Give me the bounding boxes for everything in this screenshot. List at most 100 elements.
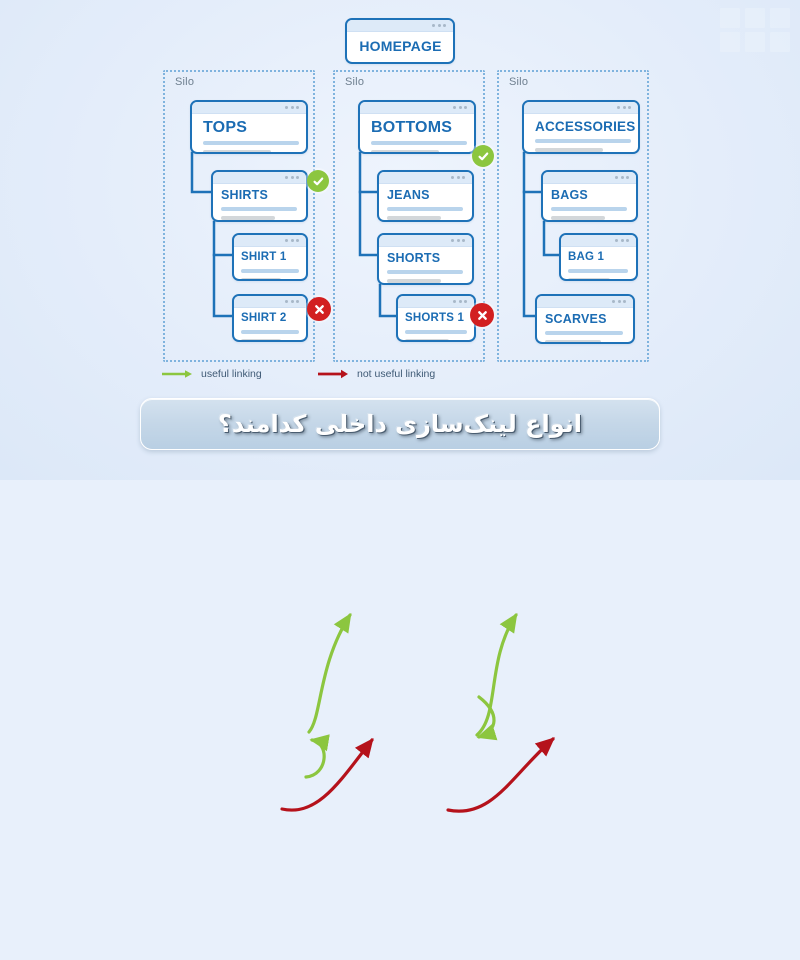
node-card-jeans[interactable]: JEANS xyxy=(377,170,474,222)
silo-label: Silo xyxy=(345,76,365,88)
card-line-secondary xyxy=(405,338,449,340)
close-icon xyxy=(314,304,324,314)
card-titlebar xyxy=(379,235,472,247)
node-card-shorts-1[interactable]: SHORTS 1 xyxy=(396,294,476,342)
window-dots-icon xyxy=(453,106,467,109)
node-card-shorts[interactable]: SHORTS xyxy=(377,233,474,285)
check-icon xyxy=(478,152,488,160)
card-line-secondary xyxy=(551,215,605,220)
silo-container-2: Silo xyxy=(333,70,485,362)
caption-banner: انواع لینک‌سازی داخلی کدامند؟ xyxy=(140,398,660,450)
card-body: BAG 1 xyxy=(561,247,636,279)
card-line-primary xyxy=(371,141,467,145)
card-line-secondary xyxy=(221,215,275,220)
card-line-secondary xyxy=(535,147,603,152)
card-line-primary xyxy=(241,268,299,273)
node-card-bottoms[interactable]: BOTTOMS xyxy=(358,100,476,154)
arrow-right-green-icon xyxy=(162,370,192,378)
card-line-primary xyxy=(221,206,297,211)
node-card-scarves[interactable]: SCARVES xyxy=(535,294,635,344)
card-titlebar xyxy=(543,172,636,184)
card-titlebar xyxy=(234,235,306,247)
card-line-secondary xyxy=(387,278,441,283)
window-dots-icon xyxy=(451,239,465,242)
window-dots-icon xyxy=(451,176,465,179)
card-line-secondary xyxy=(241,338,281,340)
card-line-primary xyxy=(551,206,627,211)
card-titlebar xyxy=(524,102,638,114)
node-card-tops[interactable]: TOPS xyxy=(190,100,308,154)
node-card-shirts[interactable]: SHIRTS xyxy=(211,170,308,222)
card-line-primary xyxy=(387,269,463,274)
window-dots-icon xyxy=(615,239,629,242)
node-card-homepage[interactable]: HOMEPAGE xyxy=(345,18,455,64)
node-title-shirt-2: SHIRT 2 xyxy=(241,312,287,324)
card-line-primary xyxy=(387,206,463,211)
window-dots-icon xyxy=(432,24,446,27)
node-title-bag-1: BAG 1 xyxy=(568,251,605,263)
card-line-secondary xyxy=(203,150,271,152)
card-titlebar xyxy=(360,102,474,114)
card-titlebar xyxy=(213,172,306,184)
tree-connectors xyxy=(190,151,562,318)
node-card-bags[interactable]: BAGS xyxy=(541,170,638,222)
card-line-secondary xyxy=(241,277,281,279)
badge-not-useful-link-1 xyxy=(307,297,331,321)
card-line-primary xyxy=(203,141,299,145)
card-body: BOTTOMS xyxy=(360,114,474,152)
infographic-canvas: Silo Silo Silo HOMEPAGE xyxy=(0,0,800,813)
badge-useful-link-2 xyxy=(472,145,494,167)
node-title-scarves: SCARVES xyxy=(545,312,607,326)
card-titlebar xyxy=(537,296,633,308)
node-title-jeans: JEANS xyxy=(387,188,430,202)
arrow-right-red-icon xyxy=(318,369,348,379)
check-icon xyxy=(313,177,323,185)
card-titlebar xyxy=(192,102,306,114)
node-title-shirt-1: SHIRT 1 xyxy=(241,251,287,263)
window-dots-icon xyxy=(285,106,299,109)
card-body: SHIRTS xyxy=(213,184,306,220)
node-title-shorts-1: SHORTS 1 xyxy=(405,312,465,324)
card-titlebar xyxy=(347,20,453,32)
silo-label: Silo xyxy=(175,76,195,88)
node-title-homepage: HOMEPAGE xyxy=(359,38,442,54)
card-line-primary xyxy=(568,268,628,273)
node-card-accessories[interactable]: ACCESSORIES xyxy=(522,100,640,154)
card-body: SHORTS 1 xyxy=(398,308,474,340)
window-dots-icon xyxy=(453,300,467,303)
node-card-shirt-2[interactable]: SHIRT 2 xyxy=(232,294,308,342)
silo-label: Silo xyxy=(509,76,529,88)
legend-label-not-useful: not useful linking xyxy=(357,368,436,380)
node-title-bags: BAGS xyxy=(551,188,588,202)
card-titlebar xyxy=(234,296,306,308)
card-line-primary xyxy=(241,329,299,334)
silo-container-3: Silo xyxy=(497,70,649,362)
node-title-shorts: SHORTS xyxy=(387,251,441,265)
window-dots-icon xyxy=(617,106,631,109)
card-line-secondary xyxy=(371,150,439,152)
card-body: JEANS xyxy=(379,184,472,220)
card-line-secondary xyxy=(387,215,441,220)
card-titlebar xyxy=(561,235,636,247)
close-icon xyxy=(477,310,487,320)
card-line-primary xyxy=(535,138,631,143)
node-title-bottoms: BOTTOMS xyxy=(371,119,453,136)
card-body: SHORTS xyxy=(379,247,472,283)
card-titlebar xyxy=(379,172,472,184)
node-card-shirt-1[interactable]: SHIRT 1 xyxy=(232,233,308,281)
card-line-primary xyxy=(545,330,623,335)
card-body: SCARVES xyxy=(537,308,633,342)
useful-link-arrows xyxy=(304,612,518,779)
card-line-primary xyxy=(405,329,467,334)
node-title-accessories: ACCESSORIES xyxy=(535,119,636,134)
badge-useful-link-1 xyxy=(307,170,329,192)
window-dots-icon xyxy=(285,239,299,242)
card-body: SHIRT 2 xyxy=(234,308,306,340)
linking-arrows xyxy=(280,612,555,813)
window-dots-icon xyxy=(285,300,299,303)
node-title-tops: TOPS xyxy=(203,119,248,136)
node-title-shirts: SHIRTS xyxy=(221,188,269,202)
silo-container-1: Silo xyxy=(163,70,315,362)
node-card-bag-1[interactable]: BAG 1 xyxy=(559,233,638,281)
card-body: TOPS xyxy=(192,114,306,152)
